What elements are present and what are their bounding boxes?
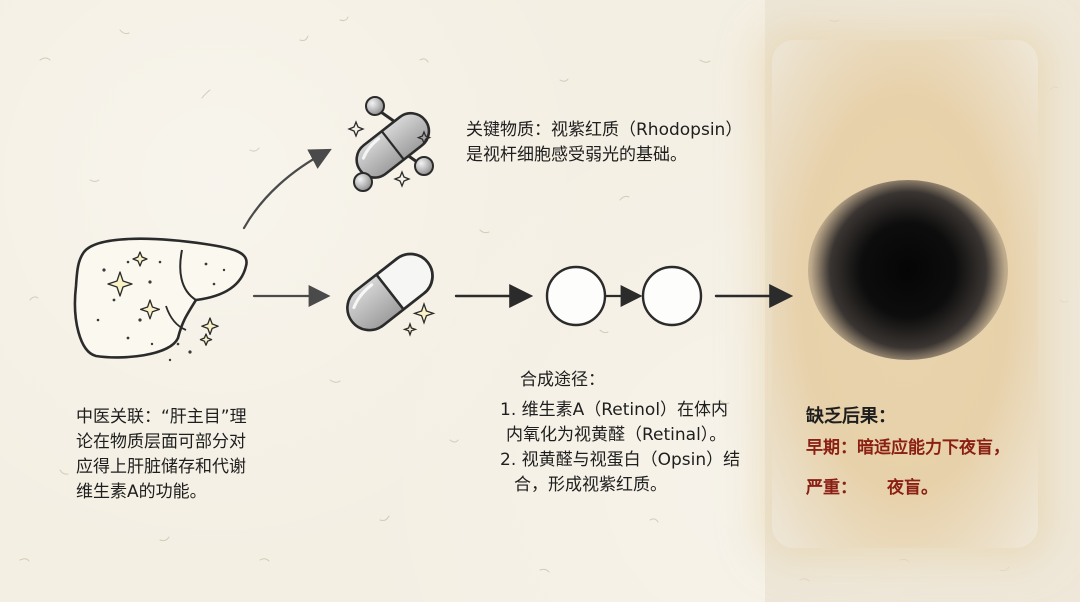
capsule-icon — [346, 252, 436, 337]
circle-icon — [641, 265, 703, 327]
key-substance-text: 关键物质：视紫红质（Rhodopsin） 是视杆细胞感受弱光的基础。 — [466, 118, 742, 168]
circle-icon — [545, 265, 607, 327]
pathway-step1-line1: 1. 维生素A（Retinol）在体内 — [500, 400, 729, 420]
pathway-step2-line2: 合，形成视紫红质。 — [514, 475, 667, 495]
tcm-line2: 论在物质层面可部分对 — [76, 432, 246, 452]
pathway-step2-line1: 2. 视黄醛与视蛋白（Opsin）结 — [500, 450, 741, 470]
arrow-icon — [242, 148, 332, 230]
deficiency-title: 缺乏后果： — [806, 406, 896, 427]
pathway-title: 合成途径： — [520, 370, 605, 390]
key-substance-line2: 是视杆细胞感受弱光的基础。 — [466, 145, 687, 165]
key-substance-line1: 关键物质：视紫红质（Rhodopsin） — [466, 120, 743, 140]
pathway-steps: 1. 维生素A（Retinol）在体内 内氧化为视黄醛（Retinal）。 2.… — [500, 398, 740, 498]
deficiency-severe-label: 严重： — [806, 478, 857, 498]
deficiency-early-label: 早期： — [806, 438, 857, 458]
deficiency-severe-text: 夜盲。 — [887, 478, 938, 498]
tcm-note: 中医关联：“肝主目”理 论在物质层面可部分对 应得上肝脏储存和代谢 维生素A的功… — [76, 405, 247, 505]
deficiency-early: 早期：暗适应能力下夜盲， — [806, 436, 1010, 461]
dark-spot-icon — [808, 180, 1008, 360]
tcm-line4: 维生素A的功能。 — [76, 482, 207, 502]
molecule-capsule-icon — [347, 96, 434, 192]
liver-icon — [73, 237, 248, 362]
deficiency-early-text: 暗适应能力下夜盲， — [857, 438, 1010, 458]
tcm-line1: 中医关联：“肝主目”理 — [76, 407, 247, 427]
deficiency-severe: 严重： 夜盲。 — [806, 476, 938, 501]
pathway-step1-line2: 内氧化为视黄醛（Retinal）。 — [506, 425, 727, 445]
tcm-line3: 应得上肝脏储存和代谢 — [76, 457, 246, 477]
